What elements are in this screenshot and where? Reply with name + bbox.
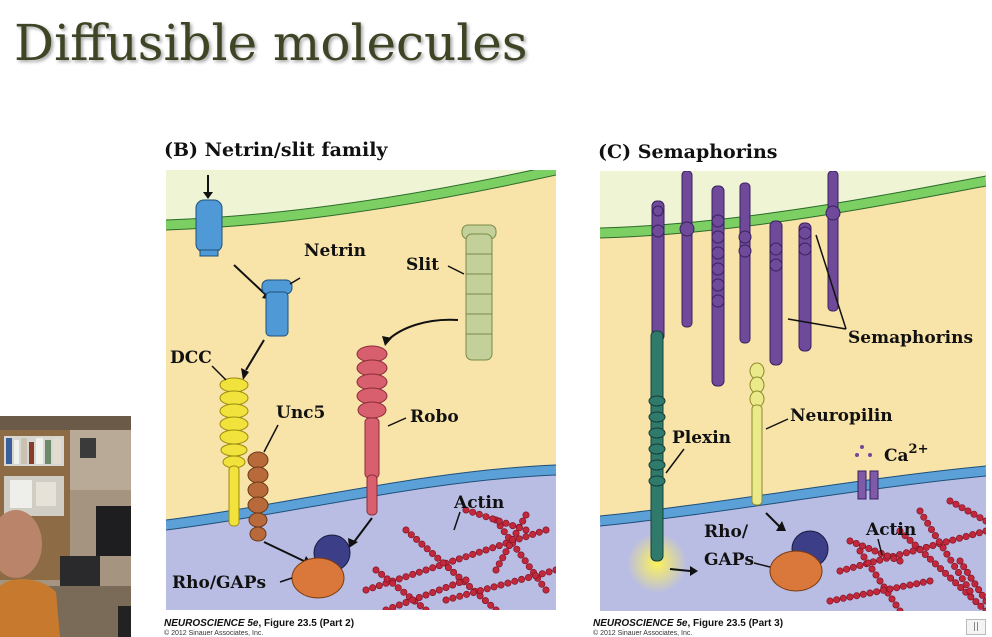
caption-ref: , Figure 23.5 (Part 2) <box>258 618 355 629</box>
panel-c-title: (C) Semaphorins <box>598 141 778 163</box>
panel-c-copyright: © 2012 Sinauer Associates, Inc. <box>593 630 693 637</box>
calcium-superscript: 2+ <box>909 442 929 457</box>
caption-title: NEUROSCIENCE 5e <box>164 618 259 629</box>
caption-title: NEUROSCIENCE 5e <box>593 618 688 629</box>
panel-b-copyright: © 2012 Sinauer Associates, Inc. <box>164 630 264 637</box>
panel-b-title: (B) Netrin/slit family <box>164 139 388 161</box>
scroll-grip-icon[interactable]: || <box>966 619 986 635</box>
slide-title: Diffusible molecules <box>14 14 528 72</box>
actin-filaments <box>826 497 986 611</box>
robo-receptor <box>356 345 388 516</box>
neuropilin-label: Neuropilin <box>790 406 893 426</box>
channel-protein <box>195 199 223 257</box>
actin-label: Actin <box>865 520 916 540</box>
rho-gap-complex <box>769 530 829 592</box>
presenter-video <box>0 416 131 637</box>
actin-filaments <box>362 506 556 610</box>
gaps-label: GAPs <box>704 550 754 570</box>
plexin-label: Plexin <box>672 428 731 448</box>
plexin-receptor <box>648 330 666 562</box>
panel-b-caption: NEUROSCIENCE 5e, Figure 23.5 (Part 2) <box>164 618 354 629</box>
dcc-receptor <box>219 377 249 527</box>
panel-c-caption: NEUROSCIENCE 5e, Figure 23.5 (Part 3) <box>593 618 783 629</box>
semaphorin-proteins <box>651 171 841 387</box>
netrin-slit-diagram: Netrin Slit DCC <box>166 170 556 610</box>
netrin-label: Netrin <box>304 241 366 261</box>
presenter-video-icon <box>0 416 131 637</box>
actin-label: Actin <box>453 493 504 513</box>
robo-label: Robo <box>410 407 459 427</box>
slit-label: Slit <box>406 255 439 275</box>
semaphorins-diagram: Semaphorins Plexin Neuropilin <box>600 171 986 611</box>
unc5-receptor <box>247 451 269 542</box>
rho-gaps-label: Rho/GAPs <box>172 573 266 593</box>
neuropilin-receptor <box>749 362 765 506</box>
semaphorins-label: Semaphorins <box>848 328 973 348</box>
dcc-label: DCC <box>170 348 212 368</box>
calcium-text: Ca <box>884 446 909 466</box>
unc5-label: Unc5 <box>276 403 325 423</box>
netrin-protein <box>261 279 293 337</box>
calcium-channel <box>857 470 879 500</box>
calcium-label: Ca2+ <box>884 442 929 466</box>
caption-ref: , Figure 23.5 (Part 3) <box>687 618 784 629</box>
rho-gap-complex <box>291 534 351 599</box>
rho-label: Rho/ <box>704 522 749 542</box>
slit-protein <box>461 224 497 361</box>
